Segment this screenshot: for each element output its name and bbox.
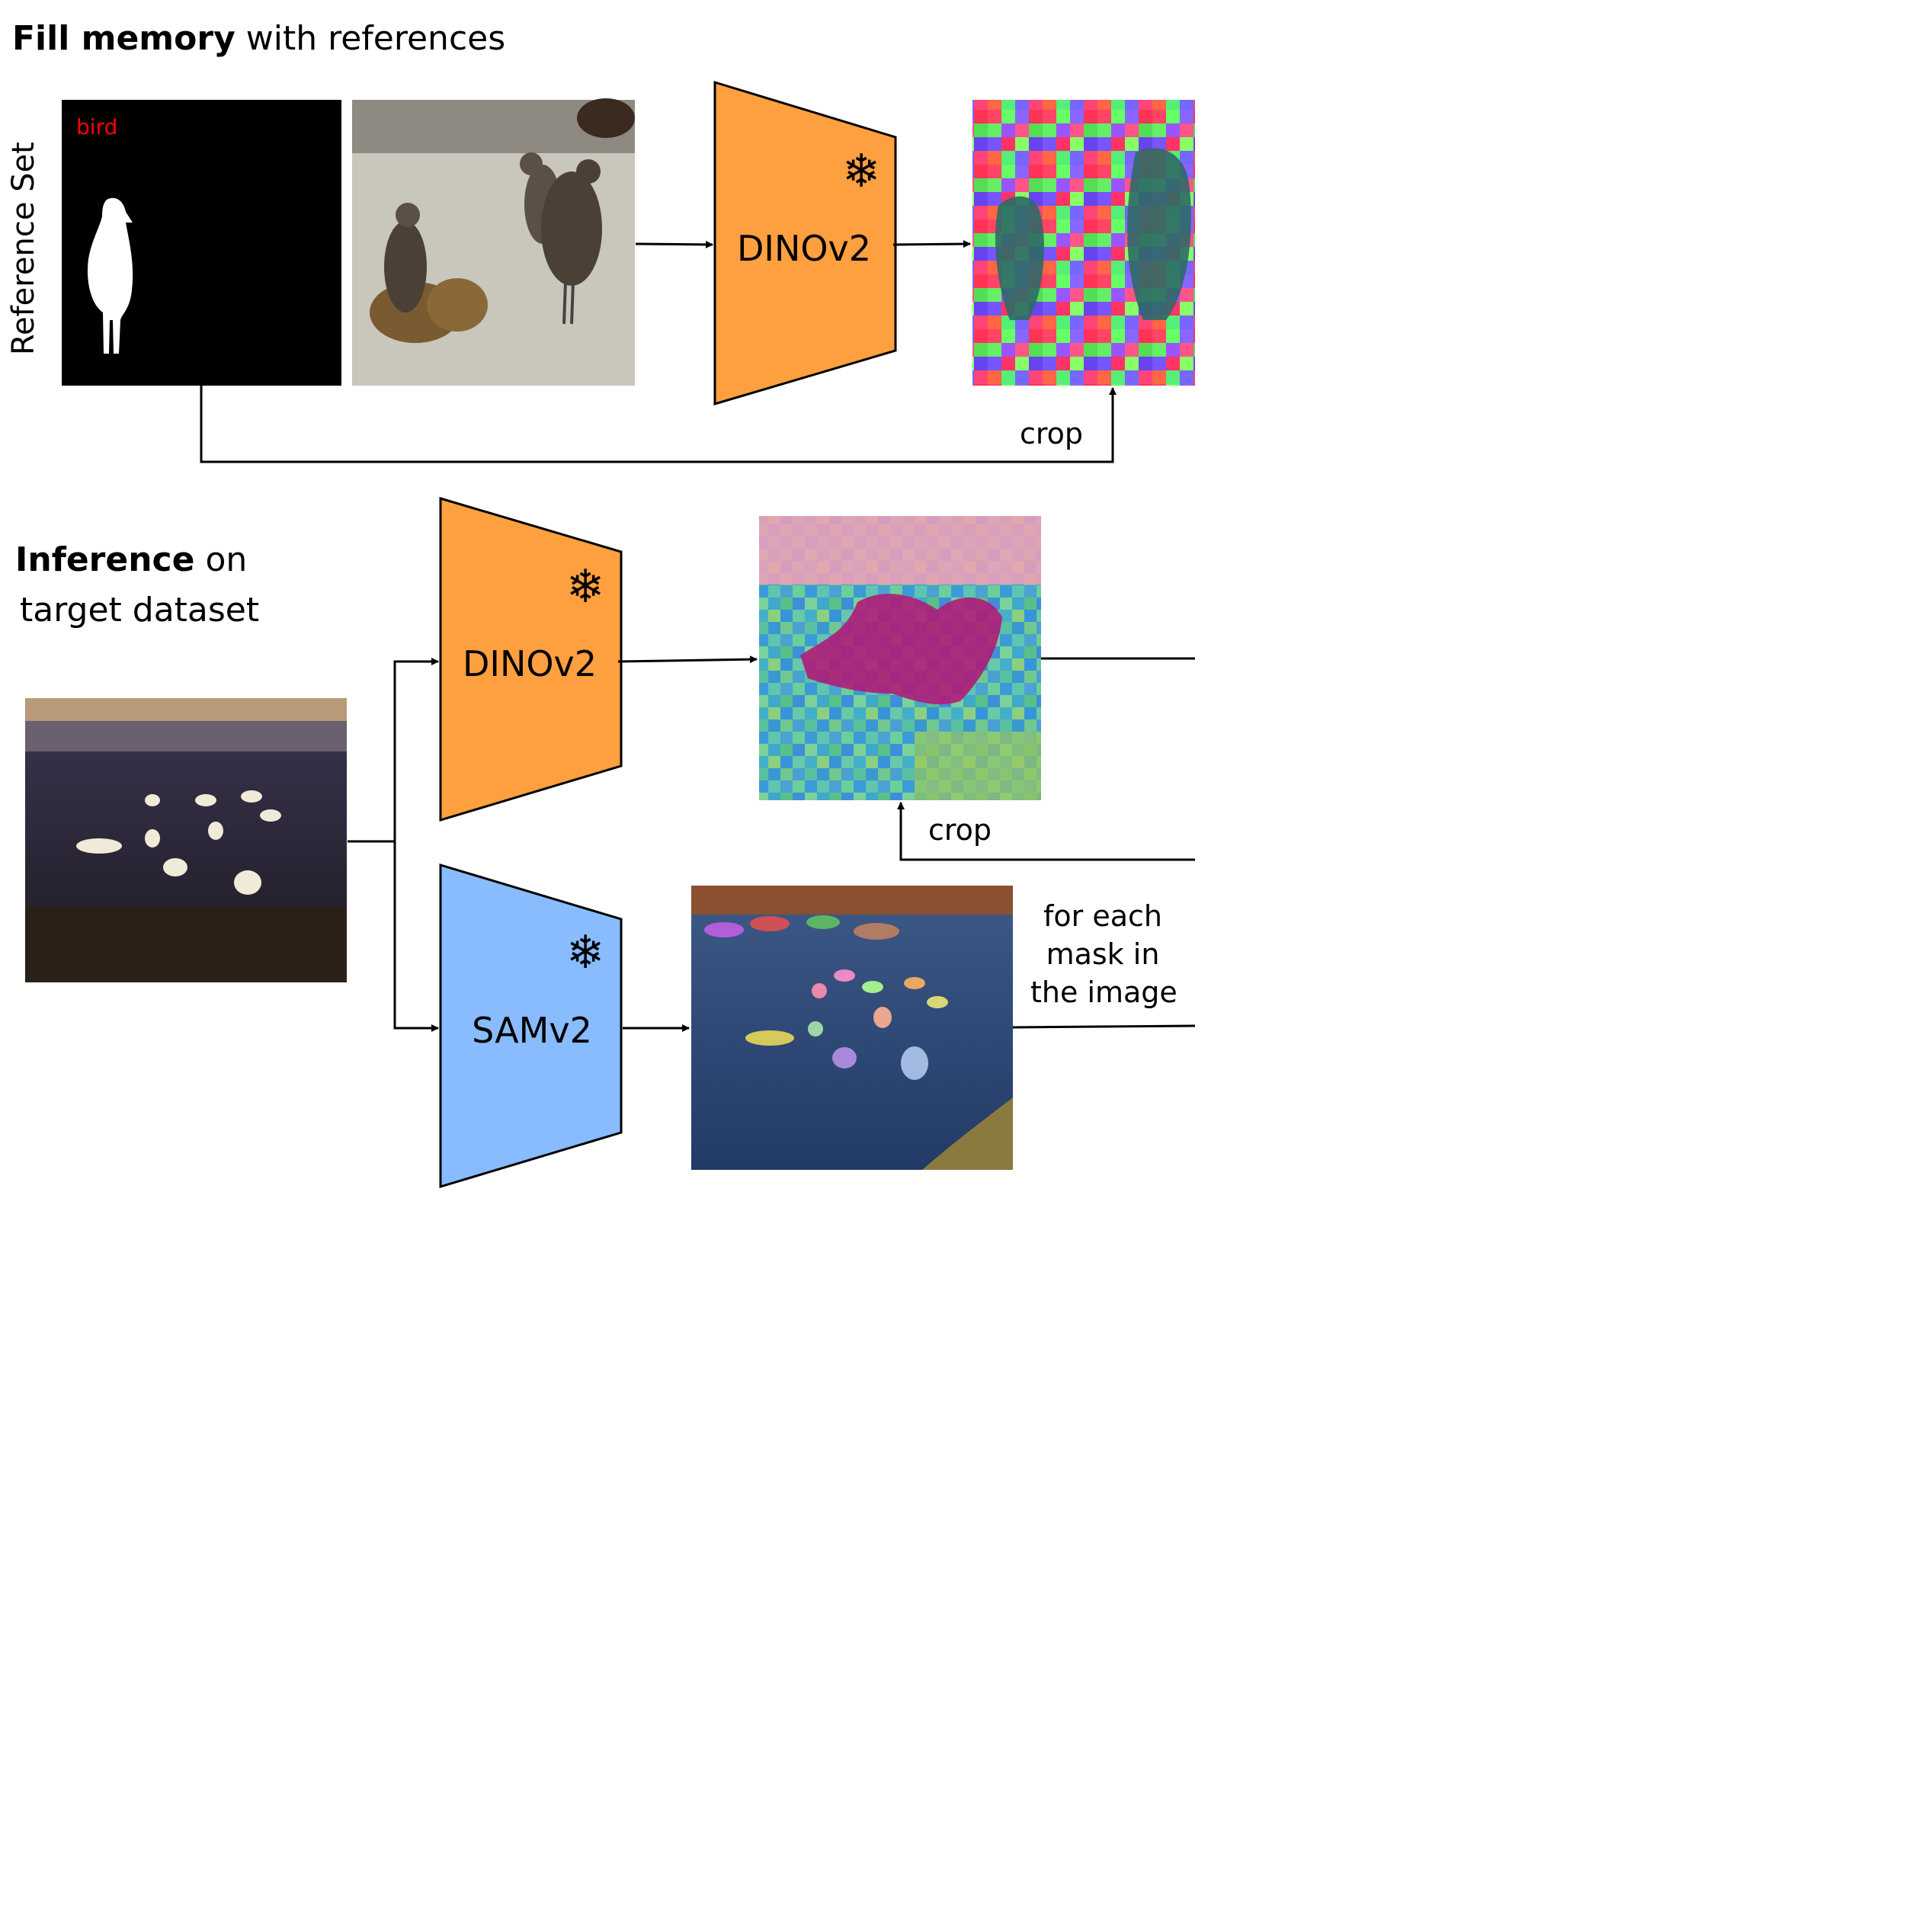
bird-silhouette bbox=[87, 197, 133, 354]
target-photo bbox=[25, 698, 347, 982]
crop-path-bottom bbox=[897, 802, 1195, 861]
arrow-to-dino-bottom bbox=[393, 658, 439, 841]
snowflake-icon: ❄ bbox=[842, 145, 880, 198]
inference-heading: Inference on bbox=[15, 540, 248, 579]
target-dataset-heading: target dataset bbox=[20, 591, 260, 630]
crop-path-top bbox=[200, 386, 1117, 463]
crop-label-top: crop bbox=[1020, 417, 1083, 450]
reference-feature-map bbox=[972, 100, 1195, 386]
pipeline-diagram: bird DINOv2 ❄ crop bbox=[25, 80, 1195, 1189]
snowflake-icon: ❄ bbox=[566, 560, 604, 614]
dinov2-encoder-bottom bbox=[439, 496, 623, 822]
mask-caption: for each mask in the image bbox=[1030, 897, 1177, 1011]
crop-label-bottom: crop bbox=[928, 813, 992, 847]
fill-memory-heading: Fill memory with references bbox=[12, 19, 506, 58]
arrow-dino-to-target-features bbox=[617, 655, 758, 664]
reference-photo bbox=[352, 98, 635, 386]
mask-caption-line-2: mask in bbox=[1046, 937, 1160, 971]
line-masks-out bbox=[1012, 1024, 1195, 1029]
mask-label-text: bird bbox=[76, 114, 117, 139]
arrow-to-sam bbox=[393, 841, 439, 1032]
mask-caption-line-3: the image bbox=[1030, 976, 1177, 1009]
arrow-photo-to-dino bbox=[635, 240, 713, 248]
samv2-encoder bbox=[439, 863, 623, 1189]
dinov2-encoder-top-label: DINOv2 bbox=[737, 228, 871, 269]
sam-mask-output bbox=[691, 886, 1013, 1170]
samv2-encoder-label: SAMv2 bbox=[472, 1010, 592, 1051]
reference-mask-image bbox=[62, 100, 341, 386]
dinov2-encoder-top bbox=[713, 80, 897, 406]
mask-caption-line-1: for each bbox=[1043, 899, 1162, 933]
snowflake-icon: ❄ bbox=[566, 926, 604, 979]
dinov2-encoder-bottom-label: DINOv2 bbox=[463, 643, 597, 684]
target-feature-map bbox=[759, 516, 1041, 800]
arrow-dino-to-features bbox=[892, 240, 971, 248]
